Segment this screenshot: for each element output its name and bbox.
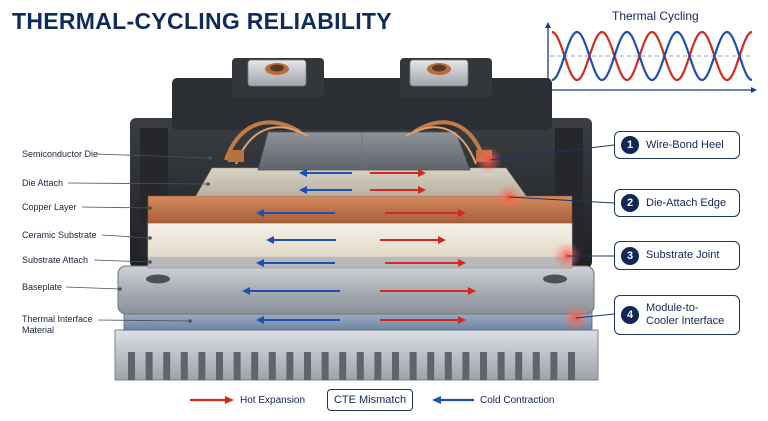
callout-substrate-joint: 3 Substrate Joint bbox=[614, 241, 740, 270]
terminal-screw-left bbox=[247, 59, 307, 87]
heatsink-fin-slot bbox=[251, 352, 259, 380]
graph-hot-wave bbox=[551, 30, 753, 82]
layer-die-attach bbox=[195, 167, 527, 197]
heatsink-fin-slot bbox=[339, 352, 347, 380]
heatsink-fin-slot bbox=[356, 352, 364, 380]
expansion-arrow bbox=[370, 169, 426, 177]
expansion-arrow bbox=[380, 287, 476, 295]
graph-cold-wave bbox=[551, 30, 753, 82]
callout-text: Wire-Bond Heel bbox=[646, 138, 724, 151]
callout-leaders bbox=[489, 144, 615, 319]
heatsink-fin-slot bbox=[304, 352, 311, 380]
contraction-arrow bbox=[256, 259, 335, 267]
thermal-cycling-graph bbox=[545, 22, 757, 93]
legend-cold-arrow bbox=[432, 396, 474, 404]
heatsink bbox=[114, 329, 599, 381]
expansion-arrow bbox=[380, 236, 446, 244]
callout-text: Die-Attach Edge bbox=[646, 196, 727, 209]
contraction-arrow bbox=[256, 316, 340, 324]
expansion-arrow bbox=[385, 209, 466, 217]
callout-number: 3 bbox=[621, 246, 639, 265]
page-title: THERMAL-CYCLING RELIABILITY bbox=[12, 8, 392, 34]
heatsink-fin-slot bbox=[550, 352, 558, 380]
label-semiconductor-die: Semiconductor Die bbox=[22, 149, 99, 159]
heatsink-fin-slot bbox=[198, 352, 206, 380]
layer-baseplate bbox=[117, 265, 595, 315]
heatsink-fin-slot bbox=[163, 352, 171, 380]
heatsink-fin-slot bbox=[462, 352, 470, 380]
stress-arrows bbox=[242, 169, 476, 324]
label-substrate-attach: Substrate Attach bbox=[22, 255, 89, 265]
heatsink-fin-slot bbox=[216, 352, 223, 380]
heatsink-fin-slot bbox=[532, 352, 540, 380]
legend-hot-arrow bbox=[190, 396, 234, 404]
heatsink-fin-slot bbox=[128, 352, 135, 380]
contraction-arrow bbox=[266, 236, 336, 244]
callout-number: 1 bbox=[621, 136, 639, 154]
heatsink-fin-slot bbox=[286, 352, 294, 380]
callout-text: Substrate Joint bbox=[646, 249, 720, 261]
label-thermal-interface: Thermal Interface Material bbox=[22, 314, 93, 335]
thermal-graph-title: Thermal Cycling bbox=[612, 9, 699, 23]
callout-text: Module-to-Cooler Interface bbox=[646, 302, 725, 327]
terminal-screw-right bbox=[409, 59, 469, 87]
heatsink-fin-slot bbox=[515, 352, 523, 380]
heatsink-fin-slot bbox=[392, 352, 399, 380]
expansion-arrow bbox=[370, 186, 426, 194]
callout-die-attach-edge: 2 Die-Attach Edge bbox=[614, 189, 740, 217]
callout-module-to-cooler: 4 Module-to-Cooler Interface bbox=[614, 295, 740, 335]
callout-wire-bond-heel: 1 Wire-Bond Heel bbox=[614, 131, 740, 159]
contraction-arrow bbox=[299, 186, 352, 194]
label-die-attach: Die Attach bbox=[22, 178, 64, 188]
legend-cold-label: Cold Contraction bbox=[480, 395, 555, 406]
heatsink-fin-slot bbox=[568, 352, 575, 380]
legend-cte-mismatch: CTE Mismatch bbox=[327, 389, 413, 411]
layer-ceramic-substrate bbox=[147, 221, 573, 258]
layer-thermal-interface bbox=[123, 311, 593, 331]
graph-y-arrow bbox=[545, 22, 551, 28]
label-copper-layer: Copper Layer bbox=[22, 202, 77, 212]
layer-label-dots bbox=[118, 156, 212, 323]
callout-number: 4 bbox=[621, 306, 639, 324]
heatsink-fin-slot bbox=[180, 352, 188, 380]
expansion-arrow bbox=[380, 316, 466, 324]
graph-x-arrow bbox=[751, 87, 757, 93]
heatsink-fin-slot bbox=[233, 352, 241, 380]
heatsink-fin-slot bbox=[427, 352, 435, 380]
heatsink-fin-slot bbox=[480, 352, 487, 380]
legend-hot-label: Hot Expansion bbox=[240, 395, 306, 406]
label-baseplate: Baseplate bbox=[22, 282, 63, 292]
callout-number: 2 bbox=[621, 194, 639, 212]
contraction-arrow bbox=[242, 287, 340, 295]
heatsink-fin-slot bbox=[268, 352, 276, 380]
heatsink-fin-slot bbox=[145, 352, 153, 380]
contraction-arrow bbox=[256, 209, 335, 217]
layer-label-leaders bbox=[65, 153, 211, 322]
layer-semiconductor-die bbox=[257, 131, 471, 171]
expansion-arrow bbox=[385, 259, 466, 267]
heatsink-fin-slot bbox=[497, 352, 505, 380]
layer-substrate-attach bbox=[147, 255, 573, 269]
heatsink-fin-slot bbox=[321, 352, 329, 380]
heatsink-fin-slot bbox=[409, 352, 417, 380]
label-ceramic-substrate: Ceramic Substrate bbox=[22, 230, 97, 240]
heatsink-fin-slot bbox=[444, 352, 452, 380]
heatsink-fin-slot bbox=[374, 352, 382, 380]
contraction-arrow bbox=[299, 169, 352, 177]
